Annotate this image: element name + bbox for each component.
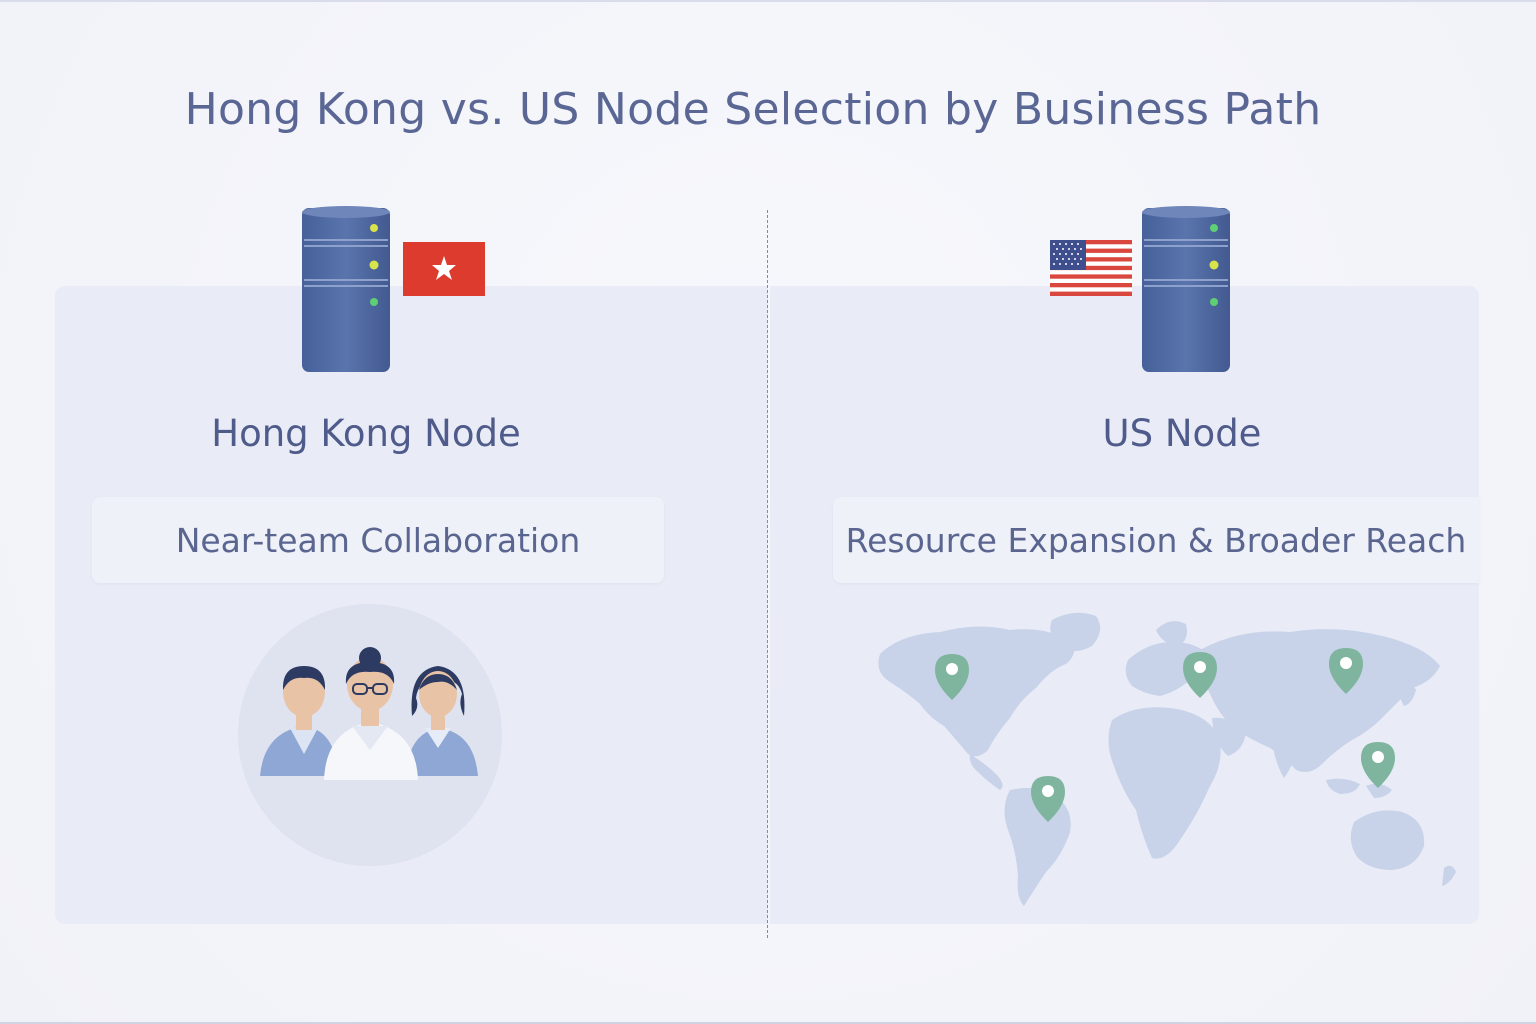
panel-divider bbox=[767, 210, 768, 938]
map-pins bbox=[935, 648, 1395, 822]
hong-kong-node-title: Hong Kong Node bbox=[211, 412, 521, 455]
us-server-icon bbox=[1142, 206, 1230, 374]
map-pin-asia-icon bbox=[1329, 648, 1363, 694]
bottom-border bbox=[0, 1022, 1536, 1024]
map-pin-europe-icon bbox=[1183, 652, 1217, 698]
hong-kong-tagline: Near-team Collaboration bbox=[92, 497, 664, 583]
hong-kong-server-icon bbox=[302, 206, 390, 374]
team-people-icon bbox=[260, 647, 478, 780]
us-flag-icon bbox=[1050, 240, 1132, 296]
page-title: Hong Kong vs. US Node Selection by Busin… bbox=[184, 84, 1322, 135]
map-pin-southeast-asia-icon bbox=[1361, 742, 1395, 788]
hong-kong-flag-icon bbox=[403, 242, 485, 296]
us-tagline: Resource Expansion & Broader Reach bbox=[833, 497, 1479, 583]
us-node-title: US Node bbox=[1102, 412, 1262, 455]
top-border bbox=[0, 0, 1536, 2]
map-pin-north-america-icon bbox=[935, 654, 969, 700]
world-map-icon bbox=[878, 612, 1456, 906]
map-pin-south-america-icon bbox=[1031, 776, 1065, 822]
